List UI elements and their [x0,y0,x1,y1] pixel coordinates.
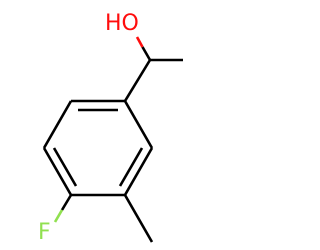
bond-ring-fluorine-green [53,209,64,223]
bond-carbinol-ring [123,59,152,102]
hydroxyl-label: HO [105,11,139,36]
bond-carbinol-oxygen-black [141,46,152,61]
bond-ring-fluorine-black [60,194,73,211]
ring-bond-c1-c2 [123,100,154,149]
ring-double-bond-inner-right [118,147,144,187]
ring-bond-c2-c3 [123,147,154,196]
ring-bond-c5-c6 [42,100,73,149]
bond-ring-methyl [123,194,154,243]
fluorine-label: F [38,220,51,245]
chemical-structure-diagram: HO F [38,11,183,245]
ring-double-bond-inner-left [52,147,78,187]
bond-carbinol-oxygen-red [135,36,144,48]
ring-bond-c4-c5 [42,147,73,196]
